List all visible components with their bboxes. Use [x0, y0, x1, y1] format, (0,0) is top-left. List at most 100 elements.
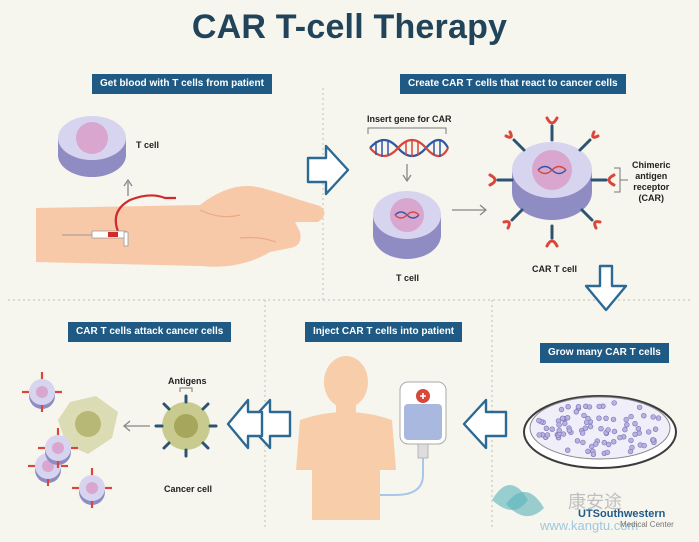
watermark-brand: UTSouthwestern [578, 508, 666, 520]
t-cell-mid-icon [373, 191, 441, 259]
watermark-sub: Medical Center [620, 520, 674, 529]
step-label-attack: CAR T cells attack cancer cells [68, 322, 232, 342]
dish-cell [566, 427, 573, 434]
dish-cell [605, 441, 612, 448]
label-insert-gene: Insert gene for CAR [367, 114, 452, 124]
up-arrow-icon [123, 178, 133, 196]
dying-cancer-cell-icon [58, 396, 118, 454]
left-small-arrow-icon [122, 420, 150, 432]
petri-dish-icon [523, 395, 677, 469]
dish-cell [575, 404, 582, 410]
dish-cell [543, 425, 550, 431]
dish-cell [580, 439, 586, 446]
dish-cell [581, 412, 587, 419]
down-big-arrow-icon [584, 264, 628, 312]
dish-cell [611, 400, 617, 406]
dish-cell [655, 415, 662, 421]
dish-cell [604, 449, 611, 456]
dish-cell [556, 427, 562, 434]
step-label-get-blood: Get blood with T cells from patient [92, 74, 272, 94]
dish-cell [623, 416, 629, 423]
dish-cell [558, 406, 565, 413]
car-t-cell-icon [512, 142, 592, 220]
dish-cell [587, 423, 594, 430]
needle-icon [62, 230, 129, 247]
dish-cell [549, 426, 555, 432]
label-antigens: Antigens [168, 376, 207, 386]
attacking-car-t-cells [22, 372, 112, 508]
dish-cell [565, 404, 571, 410]
dish-cell [559, 415, 566, 421]
dish-cell [632, 421, 638, 427]
dish-cell [652, 426, 659, 432]
dish-cell [635, 426, 642, 432]
dish-cell [628, 437, 634, 444]
mini-car-t-cell [72, 468, 112, 508]
dish-cell [596, 415, 602, 421]
dish-cell [592, 441, 599, 447]
dish-cell [579, 430, 586, 436]
dish-cell [603, 415, 609, 421]
dish-cell [556, 422, 562, 428]
dish-cell [573, 409, 579, 415]
car-receptors [488, 116, 616, 248]
right-arrow-icon [306, 144, 350, 196]
watermark-site: www.kangtu.com [540, 518, 639, 533]
dish-cell [624, 422, 630, 428]
dish-cell [650, 414, 656, 420]
step-label-inject: Inject CAR T cells into patient [305, 322, 463, 342]
right-small-arrow-icon [452, 204, 488, 216]
dish-cell [560, 431, 567, 437]
dish-cell [641, 442, 647, 449]
dish-cell [650, 437, 656, 443]
dish-cell [611, 428, 618, 435]
label-car: Chimeric antigen receptor (CAR) [632, 160, 671, 203]
dish-cell [632, 431, 638, 437]
mini-car-t-cell [28, 446, 68, 486]
dish-cell [536, 432, 542, 438]
dish-cell [636, 404, 643, 411]
step-label-grow: Grow many CAR T cells [540, 343, 669, 363]
mini-car-t-cell [22, 372, 62, 412]
dish-cell [622, 426, 628, 433]
dish-cell [610, 439, 617, 445]
dna-helix-icon [369, 138, 449, 158]
t-cell-icon [58, 116, 126, 177]
dish-cell [544, 432, 551, 438]
left-arrow-icon [226, 398, 264, 450]
dish-cell [605, 427, 611, 433]
iv-bag-icon [380, 381, 447, 496]
dish-cell [629, 444, 635, 451]
dish-cell [610, 416, 617, 423]
dish-cell [645, 429, 652, 435]
label-cancer-cell: Cancer cell [164, 484, 213, 494]
dish-cell [598, 426, 604, 432]
arm-illustration [36, 186, 325, 267]
dish-cell [628, 413, 634, 420]
mini-car-t-cell [38, 428, 78, 468]
dish-cell [590, 451, 597, 457]
label-t-cell-mid: T cell [396, 273, 420, 283]
cancer-cell-icon [154, 387, 218, 458]
dish-cell [617, 434, 623, 441]
down-arrow-icon [402, 164, 412, 183]
dish-cell [536, 417, 542, 424]
dish-cell [596, 403, 602, 410]
dish-cell [574, 438, 581, 444]
dish-cell [641, 413, 647, 419]
dish-cell [601, 439, 607, 446]
label-t-cell-top: T cell [136, 140, 160, 150]
watermark-cn: 康安途 [568, 492, 622, 512]
dish-cell [564, 447, 571, 453]
patient-silhouette [296, 356, 396, 520]
step-label-create-car-t: Create CAR T cells that react to cancer … [400, 74, 626, 94]
dish-cell [582, 425, 589, 431]
page-title: CAR T-cell Therapy [191, 8, 508, 46]
